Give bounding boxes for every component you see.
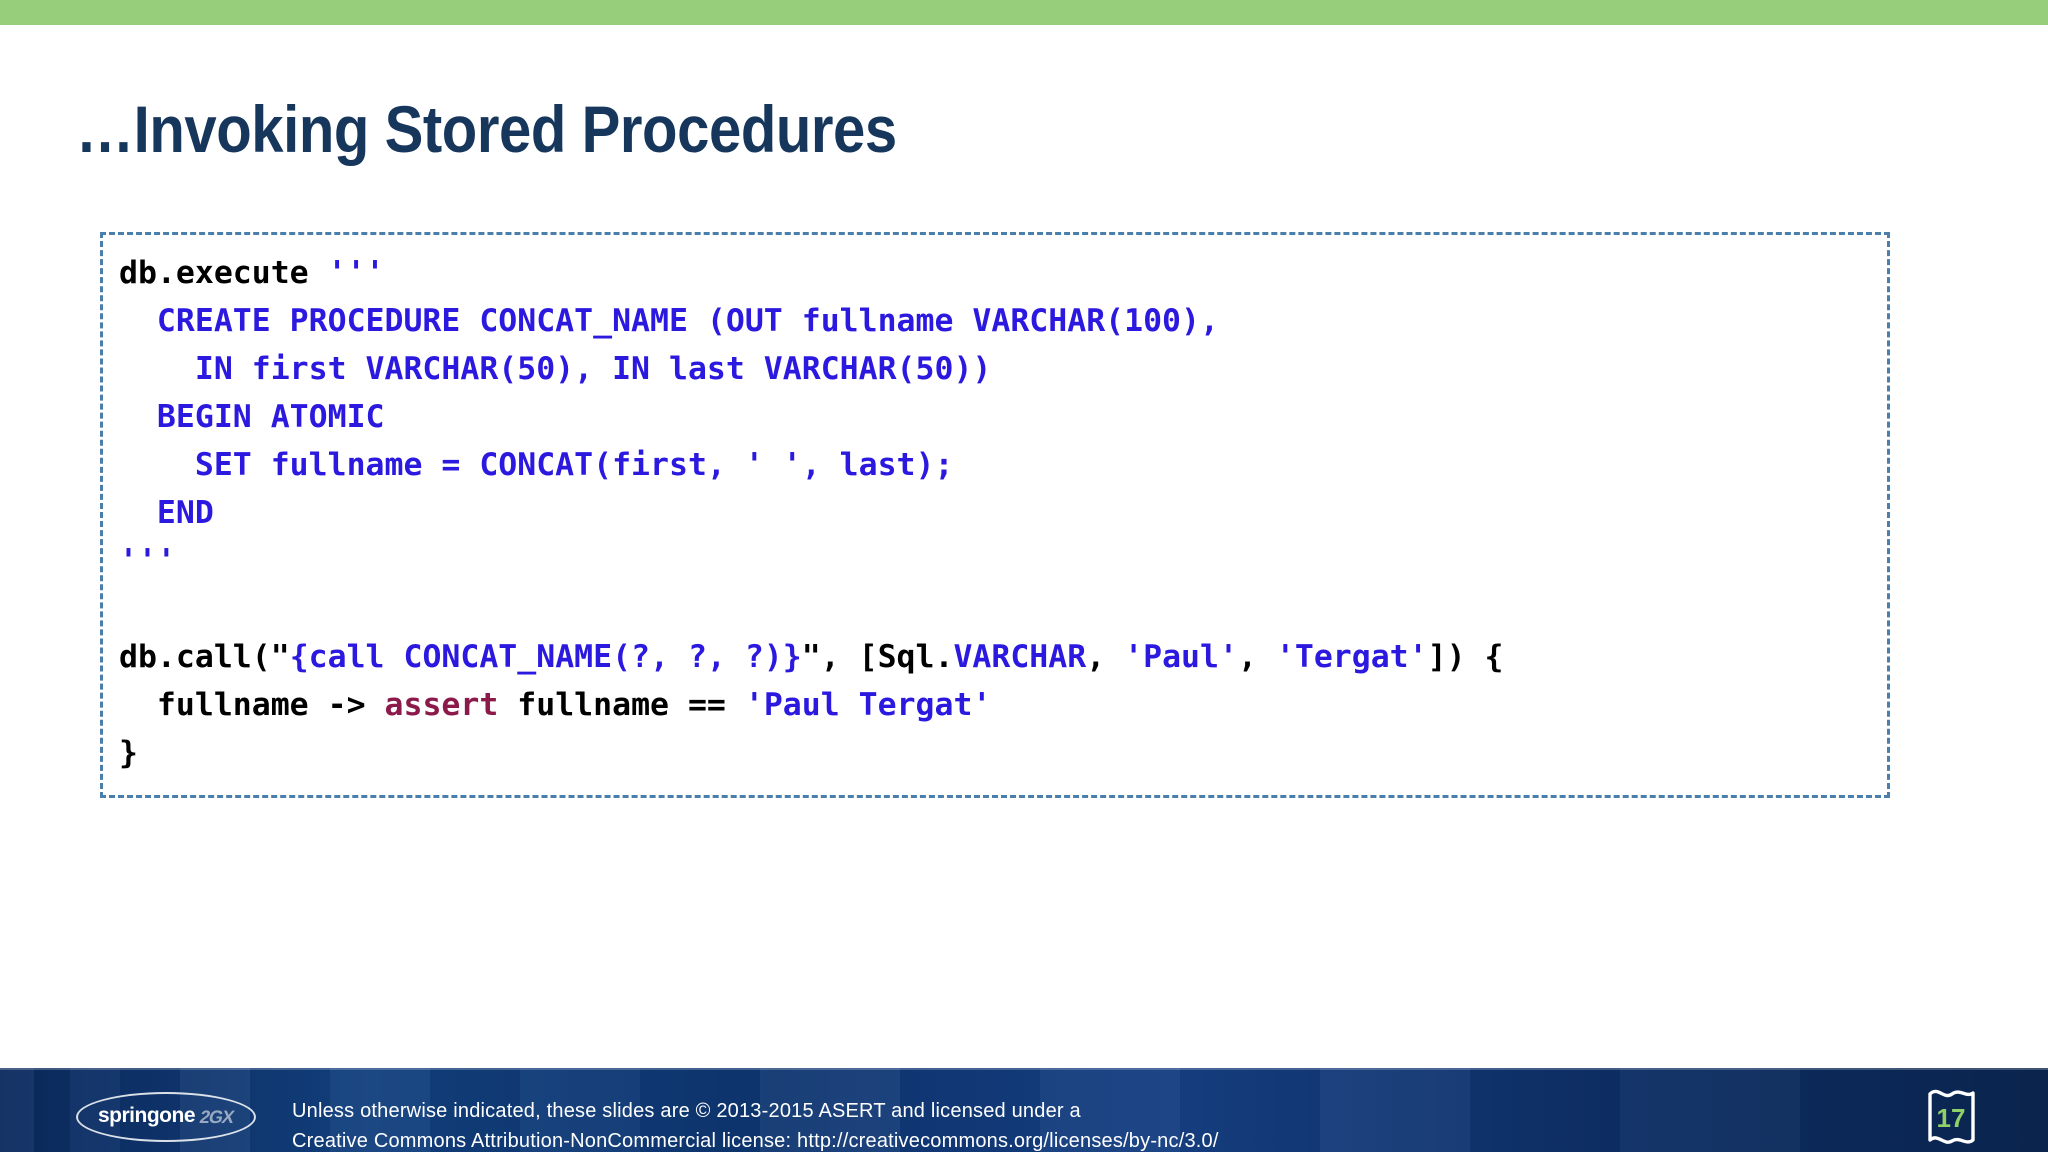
code-token: assert: [384, 687, 499, 723]
springone-logo: springone 2GX: [76, 1092, 256, 1142]
code-text: db.execute ''' CREATE PROCEDURE CONCAT_N…: [119, 249, 1883, 777]
code-token: VARCHAR: [953, 639, 1087, 675]
footer-divider: [0, 1068, 2048, 1070]
code-token: ,: [1086, 639, 1125, 675]
code-token: BEGIN ATOMIC: [119, 399, 385, 435]
code-token: ,: [1237, 639, 1276, 675]
code-token: fullname ==: [498, 687, 745, 723]
code-token: SET fullname = CONCAT(first, ' ', last);: [119, 447, 954, 483]
code-token: db.call(": [119, 639, 290, 675]
page-title: …Invoking Stored Procedures: [76, 92, 897, 167]
copyright-notice: Unless otherwise indicated, these slides…: [292, 1096, 1219, 1156]
copyright-line-2: Creative Commons Attribution-NonCommerci…: [292, 1130, 1219, 1152]
code-block-inner: db.execute ''' CREATE PROCEDURE CONCAT_N…: [119, 249, 1883, 777]
code-token: {call CONCAT_NAME(?, ?, ?)}: [289, 639, 802, 675]
code-token: 'Paul': [1124, 639, 1238, 675]
code-token: 'Tergat': [1275, 639, 1428, 675]
code-token: CREATE PROCEDURE CONCAT_NAME (OUT fullna…: [119, 303, 1219, 339]
code-token: END: [119, 495, 214, 531]
logo-ellipse-outline: [76, 1092, 256, 1142]
slide-footer: [0, 1068, 2048, 1152]
page-number-flag: 17: [1918, 1084, 1984, 1150]
code-token: ''': [327, 255, 385, 291]
code-token: fullname ->: [119, 687, 385, 723]
code-block: db.execute ''' CREATE PROCEDURE CONCAT_N…: [100, 232, 1890, 798]
page-number: 17: [1936, 1102, 1966, 1133]
flag-icon: [1928, 1089, 1975, 1144]
logo-2gx-mark: 2GX: [197, 1107, 236, 1127]
code-token: ''': [119, 543, 176, 579]
code-token: IN first VARCHAR(50), IN last VARCHAR(50…: [119, 351, 992, 387]
code-token: ]) {: [1427, 639, 1504, 675]
code-token: 'Paul Tergat': [744, 687, 992, 723]
logo-wordmark: springone: [98, 1104, 196, 1127]
code-token: ", [Sql.: [801, 639, 954, 675]
top-accent-bar: [0, 0, 2048, 25]
copyright-line-1: Unless otherwise indicated, these slides…: [292, 1100, 1081, 1122]
code-token: db.execute: [119, 255, 328, 291]
code-token: }: [119, 735, 138, 771]
